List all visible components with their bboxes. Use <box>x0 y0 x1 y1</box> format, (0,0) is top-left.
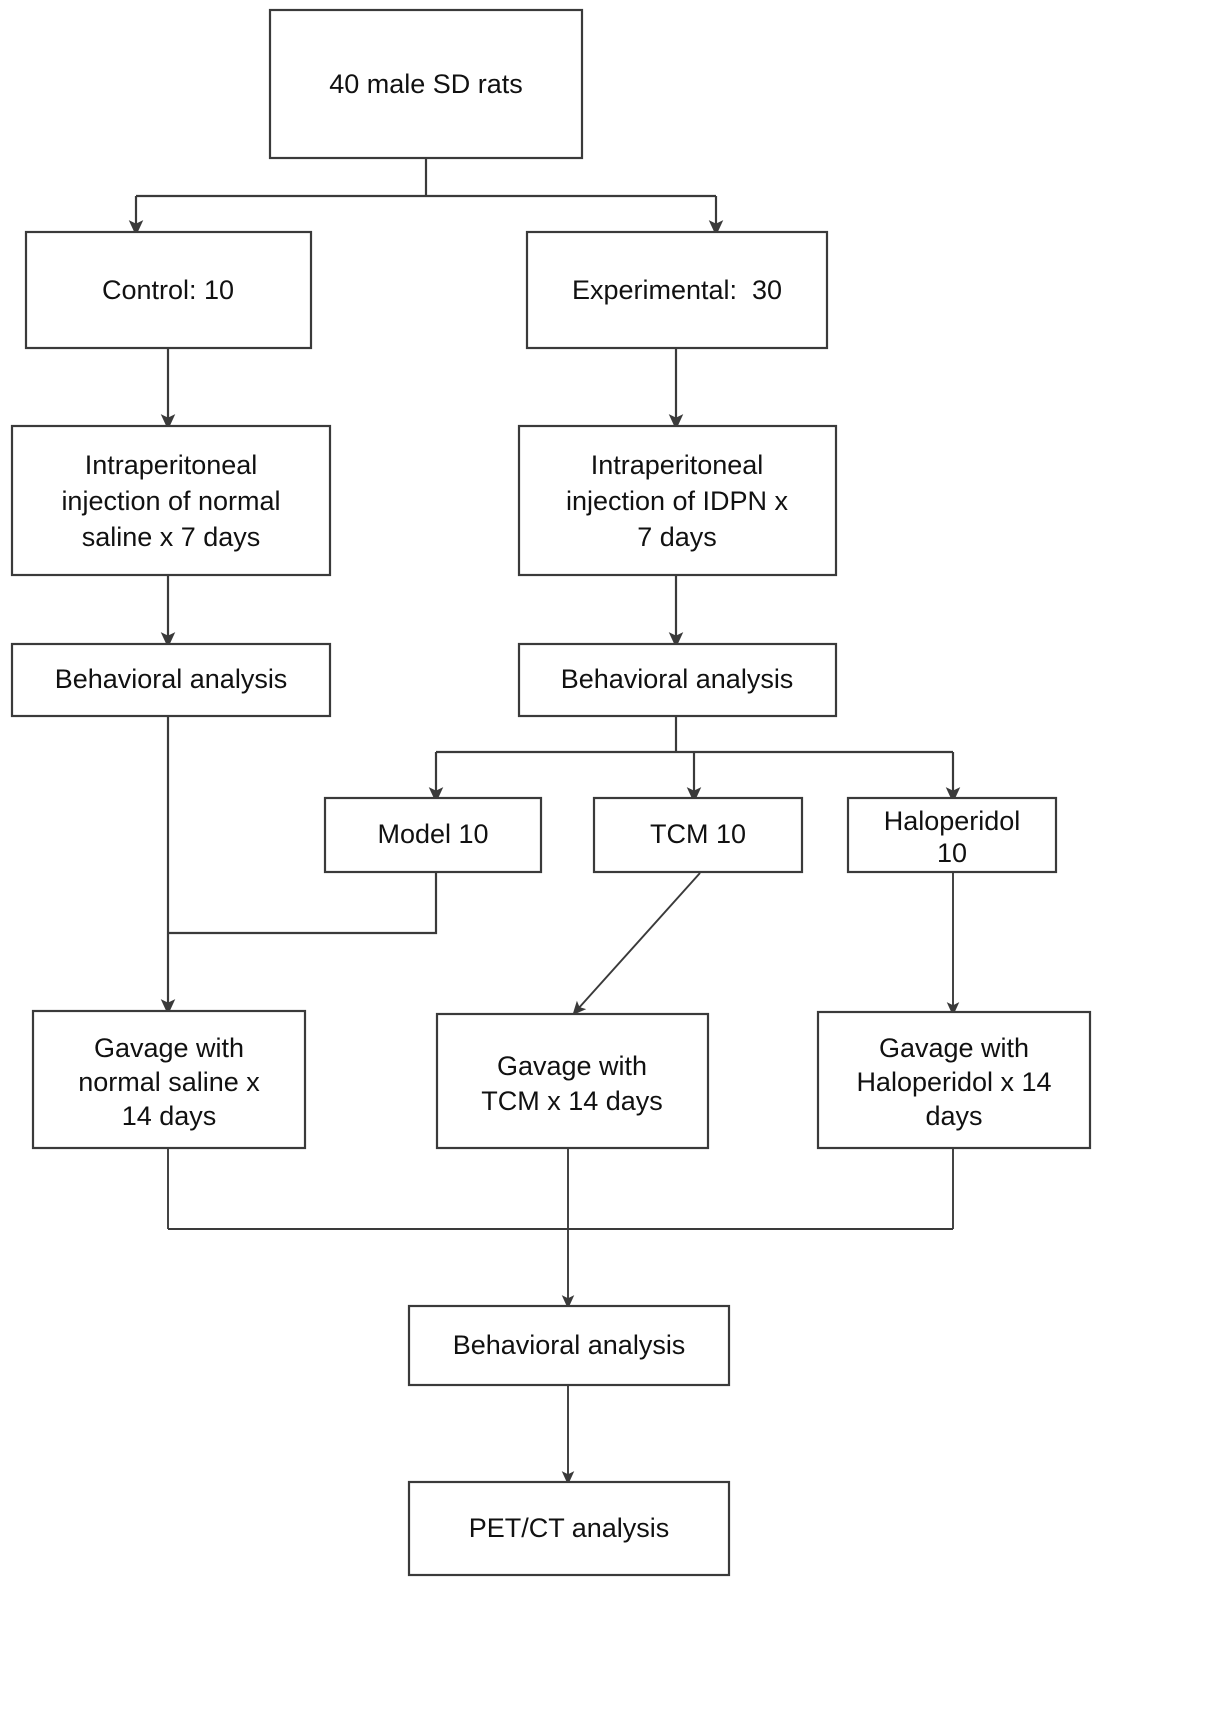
node-model-group-label: Model 10 <box>377 819 488 849</box>
node-petct-label: PET/CT analysis <box>469 1513 670 1543</box>
connector-root-split <box>128 158 724 236</box>
node-gavage-saline[interactable]: Gavage with normal saline x 14 days <box>31 1009 307 1150</box>
node-control-injection-line2: injection of normal <box>61 486 280 516</box>
node-behavioral-left-label: Behavioral analysis <box>55 664 288 694</box>
node-control-injection-line3: saline x 7 days <box>82 522 261 552</box>
connector-behavioral-right-three-way-split <box>428 716 961 803</box>
node-experimental-injection[interactable]: Intraperitoneal injection of IDPN x 7 da… <box>517 424 838 577</box>
node-behavioral-right[interactable]: Behavioral analysis <box>517 642 838 718</box>
node-experimental[interactable]: Experimental: 30 <box>525 230 829 350</box>
node-gavage-haloperidol[interactable]: Gavage with Haloperidol x 14 days <box>816 1010 1092 1150</box>
node-experimental-injection-line2: injection of IDPN x <box>566 486 789 516</box>
node-root[interactable]: 40 male SD rats <box>268 8 584 160</box>
node-control[interactable]: Control: 10 <box>24 230 313 350</box>
node-tcm-group[interactable]: TCM 10 <box>592 796 804 874</box>
node-root-label: 40 male SD rats <box>329 69 523 99</box>
node-experimental-label: Experimental: 30 <box>572 275 782 305</box>
node-gavage-tcm-line1: Gavage with <box>497 1051 647 1081</box>
node-gavage-saline-line1: Gavage with <box>94 1033 244 1063</box>
node-behavioral-right-label: Behavioral analysis <box>561 664 794 694</box>
node-control-injection[interactable]: Intraperitoneal injection of normal sali… <box>10 424 332 577</box>
node-gavage-tcm[interactable]: Gavage with TCM x 14 days <box>435 1012 710 1150</box>
node-control-injection-line1: Intraperitoneal <box>85 450 258 480</box>
node-experimental-injection-line1: Intraperitoneal <box>591 450 764 480</box>
node-gavage-tcm-line2: TCM x 14 days <box>481 1086 663 1116</box>
node-haloperidol-group-line1: Haloperidol <box>884 806 1021 836</box>
node-tcm-group-label: TCM 10 <box>650 819 746 849</box>
node-haloperidol-group-line2: 10 <box>937 838 967 868</box>
node-gavage-haloperidol-line3: days <box>925 1101 982 1131</box>
node-haloperidol-group[interactable]: Haloperidol 10 <box>846 796 1058 874</box>
connector-model-to-control-path <box>168 872 438 935</box>
connector-gavage-merge-to-behavioral-final <box>167 1148 954 1309</box>
node-gavage-haloperidol-line1: Gavage with <box>879 1033 1029 1063</box>
node-experimental-injection-line3: 7 days <box>637 522 717 552</box>
node-model-group[interactable]: Model 10 <box>323 796 543 874</box>
node-petct[interactable]: PET/CT analysis <box>407 1480 731 1577</box>
node-gavage-saline-line3: 14 days <box>122 1101 217 1131</box>
node-behavioral-left[interactable]: Behavioral analysis <box>10 642 332 718</box>
node-behavioral-final[interactable]: Behavioral analysis <box>407 1304 731 1387</box>
node-gavage-saline-line2: normal saline x <box>78 1067 260 1097</box>
node-gavage-haloperidol-line2: Haloperidol x 14 <box>856 1067 1051 1097</box>
connector-tcm-to-gavage-tcm <box>572 872 701 1016</box>
node-behavioral-final-label: Behavioral analysis <box>453 1330 686 1360</box>
node-control-label: Control: 10 <box>102 275 234 305</box>
